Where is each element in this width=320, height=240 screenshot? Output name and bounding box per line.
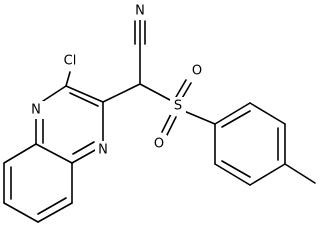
nitrile-nitrogen-label: N (135, 4, 145, 19)
bond-ar2-ar3 (249, 102, 286, 125)
bond-n1-c8a (71, 148, 98, 164)
bond-ar5-ar6-inner (221, 160, 251, 178)
bond-c3-n4 (39, 85, 67, 104)
chemical-structure-diagram: Cl N N N S O O (3, 2, 316, 223)
bond-c7-c8-inner (37, 197, 67, 215)
bond-ar1-ar2 (214, 102, 251, 125)
bond-c3-c2-inner (69, 92, 99, 107)
bond-ar5-ar6 (214, 163, 251, 186)
bond-c6-c7 (3, 202, 39, 223)
quinoxaline-n1-label: N (98, 143, 108, 158)
bond-ch-s (139, 83, 171, 101)
bond-n1-c8a-inner (72, 141, 95, 155)
sulfonyl-oxygen-top-label: O (192, 64, 202, 79)
bond-s-aryl (183, 110, 216, 125)
atom-labels: Cl N N N S O O (28, 2, 205, 159)
bond-c4a-c5 (3, 143, 37, 164)
bonds (3, 19, 316, 223)
bond-ar1-ar2-inner (221, 110, 251, 128)
quinoxaline-n4-label: N (31, 103, 41, 118)
bond-ar4-methyl (284, 163, 316, 184)
bond-c3-c2 (65, 85, 104, 103)
chlorine-label: Cl (64, 54, 77, 69)
bond-s-o-bottom-b (166, 116, 177, 136)
bond-s-o-top-a (175, 79, 187, 98)
bond-ar4-ar5 (249, 163, 286, 186)
sulfur-label: S (174, 99, 182, 114)
bond-s-o-bottom-a (161, 113, 172, 133)
bond-c7-c8 (37, 202, 73, 223)
bond-c3-cl (65, 71, 71, 87)
bond-c2-ch (102, 83, 141, 103)
bond-c4a-c8a (35, 143, 73, 164)
sulfonyl-oxygen-bottom-label: O (154, 137, 164, 152)
